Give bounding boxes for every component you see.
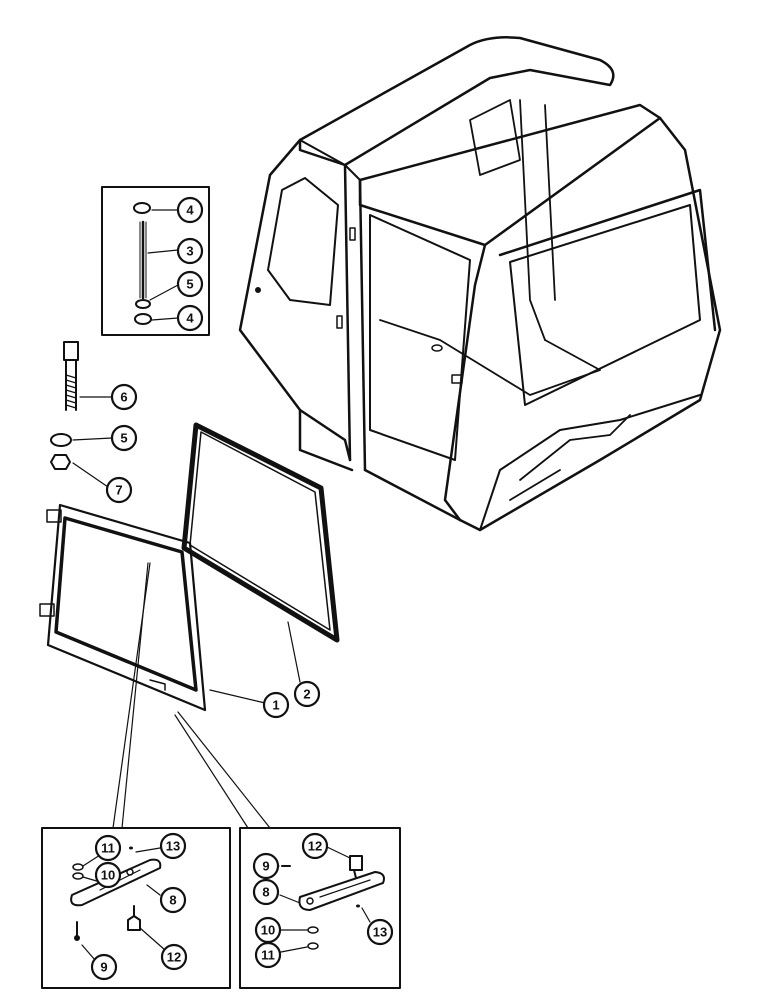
bolt-assembly: [50, 341, 113, 488]
callout-label-3: 3: [186, 244, 193, 259]
right-bottom-inset: [239, 827, 401, 989]
callout-label-10-left: 10: [101, 868, 115, 883]
callout-11-left: 11: [94, 834, 122, 862]
callout-9-left: 9: [90, 953, 118, 981]
cab-assembly: [238, 36, 722, 532]
callout-label-11-left: 11: [101, 841, 115, 856]
callout-label-9-right: 9: [262, 859, 269, 874]
callout-12-right: 12: [301, 832, 329, 860]
callout-1: 1: [262, 691, 290, 719]
callout-label-6: 6: [120, 390, 127, 405]
callout-label-12-left: 12: [167, 950, 181, 965]
callout-13-left: 13: [159, 832, 187, 860]
callout-label-1: 1: [272, 698, 279, 713]
callout-label-12-right: 12: [308, 839, 322, 854]
callout-label-13-left: 13: [166, 839, 180, 854]
callout-label-2: 2: [303, 687, 310, 702]
callout-label-8-left: 8: [169, 893, 176, 908]
callout-label-4a: 4: [186, 203, 194, 218]
callout-7: 7: [105, 476, 133, 504]
callout-5a: 5: [176, 270, 204, 298]
hardware-inset-box: [101, 186, 210, 336]
callout-label-9-left: 9: [100, 960, 107, 975]
callout-6: 6: [110, 383, 138, 411]
callout-13-right: 13: [366, 918, 394, 946]
callout-5b: 5: [110, 424, 138, 452]
callout-9-right: 9: [252, 852, 280, 880]
callout-label-5b: 5: [120, 431, 127, 446]
callout-3: 3: [176, 237, 204, 265]
callout-label-8-right: 8: [262, 885, 269, 900]
inset-leader-lines: [112, 562, 271, 829]
callout-11-right: 11: [254, 941, 282, 969]
callout-label-4b: 4: [186, 311, 194, 326]
callout-2: 2: [293, 680, 321, 708]
callout-label-13-right: 13: [373, 925, 387, 940]
callout-10-right: 10: [254, 916, 282, 944]
callout-label-7: 7: [115, 483, 122, 498]
callout-label-11-right: 11: [261, 948, 275, 963]
callout-8-right: 8: [252, 878, 280, 906]
window-gasket: [181, 422, 340, 683]
callout-10-left: 10: [94, 861, 122, 889]
window-frame: [39, 503, 266, 712]
callout-12-left: 12: [160, 943, 188, 971]
callout-label-10-right: 10: [261, 923, 275, 938]
callout-4a: 4: [176, 196, 204, 224]
callout-8-left: 8: [159, 886, 187, 914]
callout-label-5a: 5: [186, 277, 193, 292]
callout-4b: 4: [176, 304, 204, 332]
